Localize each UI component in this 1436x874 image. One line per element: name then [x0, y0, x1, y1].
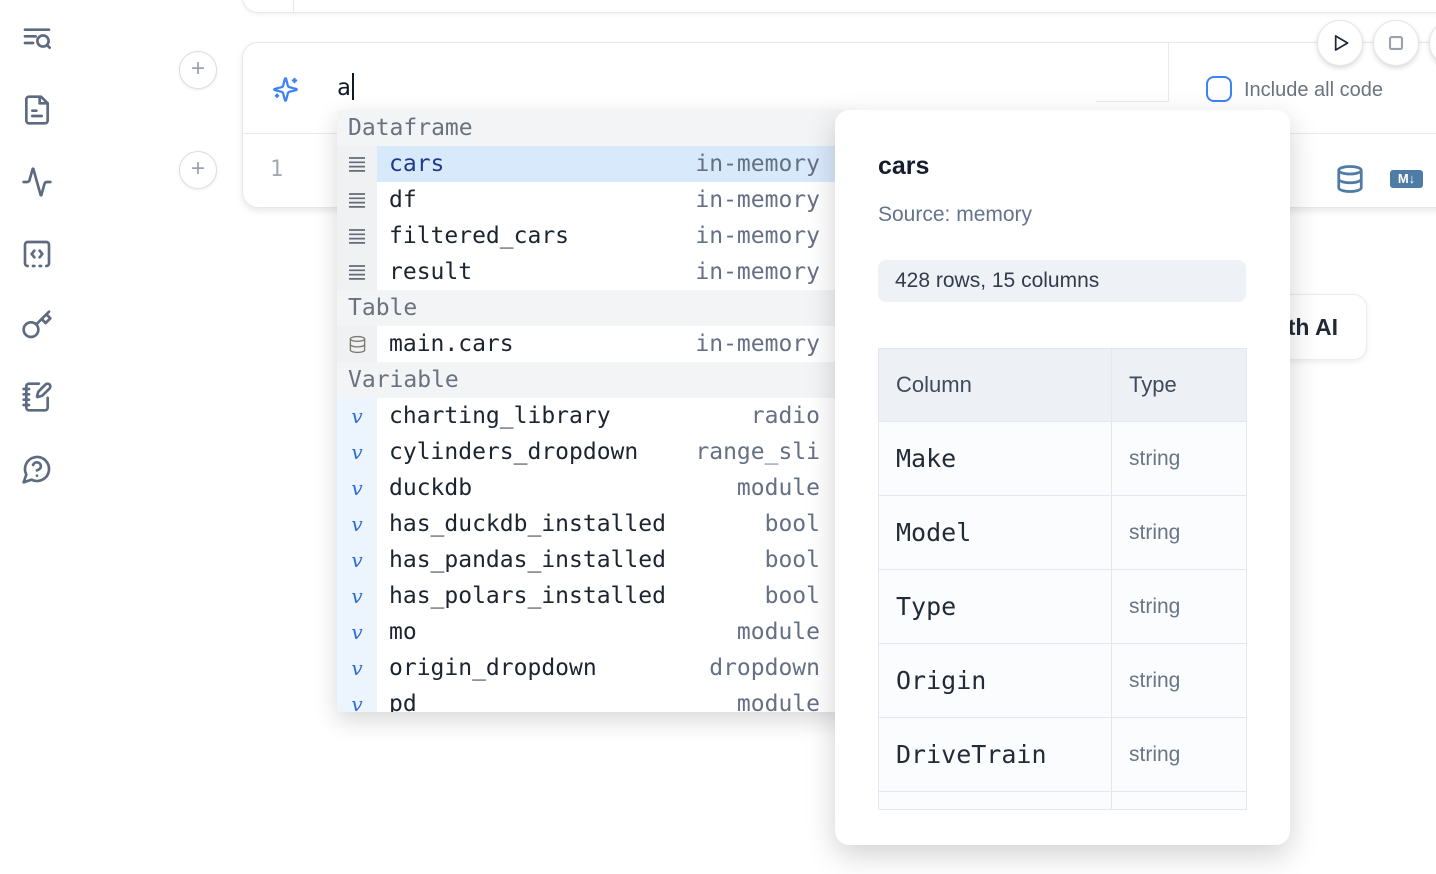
include-all-code-label: Include all code: [1244, 79, 1383, 101]
add-cell-button-top[interactable]: +: [179, 51, 217, 89]
table-row: DriveTrain string: [879, 717, 1246, 791]
text-cursor: [351, 73, 354, 100]
ai-prompt-input[interactable]: a: [337, 73, 354, 101]
column-header: Column: [896, 372, 972, 397]
table-row: Type string: [879, 569, 1246, 643]
help-chat-icon[interactable]: [21, 453, 53, 485]
section-header-dataframe: Dataframe: [337, 110, 848, 146]
run-button[interactable]: [1317, 20, 1363, 66]
markdown-convert-icon[interactable]: M↓: [1390, 170, 1423, 188]
table-row: Model string: [879, 495, 1246, 569]
line-number: 1: [270, 157, 284, 182]
variable-icon: v: [337, 650, 377, 686]
play-icon: [1334, 35, 1349, 51]
dataframe-preview-popup: cars Source: memory 428 rows, 15 columns…: [835, 110, 1290, 845]
code-editor-row[interactable]: 1 M↓: [243, 135, 1436, 208]
file-text-icon[interactable]: [21, 94, 53, 126]
rows-icon: [337, 254, 377, 290]
variable-icon: v: [337, 578, 377, 614]
variable-icon: v: [337, 542, 377, 578]
prompt-input-border: [1096, 101, 1168, 102]
text-search-icon[interactable]: [21, 23, 53, 55]
notebook-pen-icon[interactable]: [21, 381, 53, 413]
database-icon: [337, 326, 377, 362]
previous-cell-edge: [242, 0, 1436, 13]
section-header-variable: Variable: [337, 362, 848, 398]
section-header-table: Table: [337, 290, 848, 326]
variable-icon: v: [337, 434, 377, 470]
sidebar: [0, 0, 72, 874]
table-header-row: Column Type: [879, 349, 1246, 421]
database-icon[interactable]: [1335, 164, 1365, 194]
activity-icon[interactable]: [21, 166, 53, 198]
table-row: Origin string: [879, 643, 1246, 717]
rows-icon: [337, 146, 377, 182]
snippets-code-icon[interactable]: [21, 238, 53, 270]
stop-icon: [1389, 36, 1403, 50]
stop-button[interactable]: [1373, 20, 1419, 66]
type-header: Type: [1111, 349, 1246, 421]
rows-icon: [337, 218, 377, 254]
add-cell-button-bottom[interactable]: +: [179, 151, 217, 189]
preview-title: cars: [878, 152, 930, 180]
previous-cell-divider: [293, 0, 294, 12]
preview-source: Source: memory: [878, 203, 1033, 226]
preview-shape-badge: 428 rows, 15 columns: [878, 260, 1246, 302]
table-row: Make string: [879, 421, 1246, 495]
variable-icon: v: [337, 398, 377, 434]
table-row-clipped: [879, 791, 1246, 809]
sparkles-icon: [272, 76, 299, 103]
variable-icon: v: [337, 686, 377, 712]
prompt-divider: [1168, 43, 1169, 102]
variable-icon: v: [337, 614, 377, 650]
variable-icon: v: [337, 506, 377, 542]
prompt-text: a: [337, 75, 351, 101]
key-icon[interactable]: [21, 309, 53, 341]
include-all-code-checkbox[interactable]: [1206, 76, 1232, 102]
variable-icon: v: [337, 470, 377, 506]
rows-icon: [337, 182, 377, 218]
preview-schema-table: Column Type Make string Model string Typ…: [878, 348, 1247, 810]
